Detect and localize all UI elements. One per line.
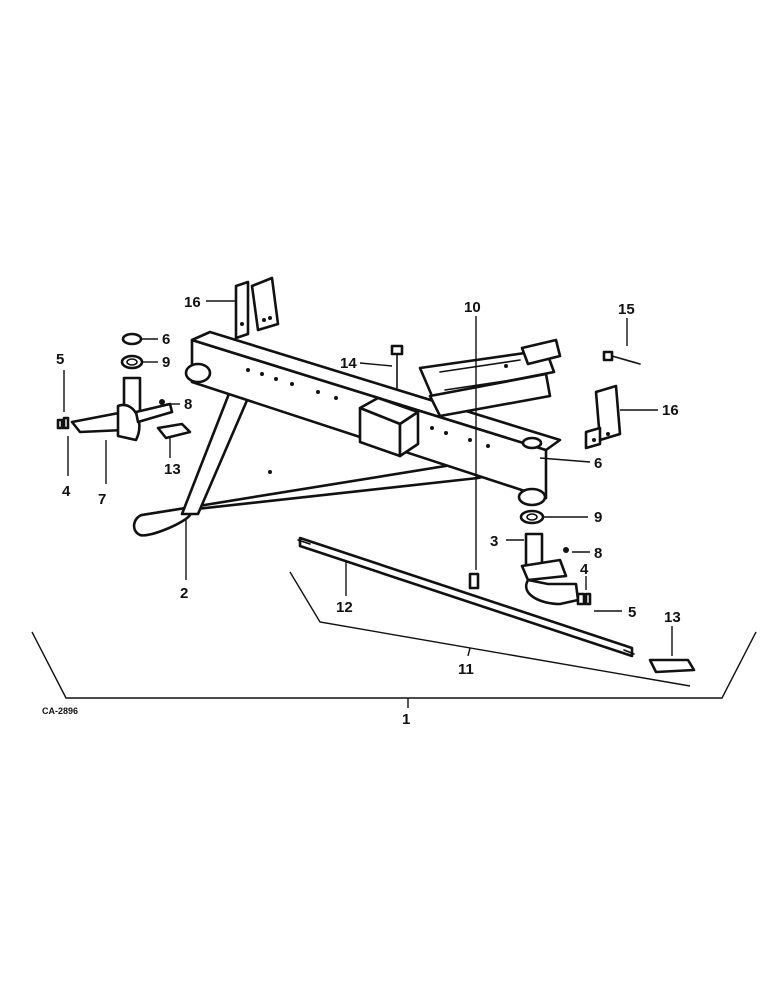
callout-10: 10	[464, 299, 481, 316]
bolt-14	[390, 344, 404, 389]
callout-1: 1	[402, 711, 410, 728]
hitch-assembly	[418, 338, 562, 418]
tie-rod-group-bracket	[289, 571, 691, 687]
callout-13-left: 13	[164, 461, 181, 478]
bracket-right	[584, 384, 622, 450]
callout-4-left: 4	[62, 483, 71, 500]
callout-7: 7	[98, 491, 106, 508]
hitch-clamp-box	[358, 396, 420, 458]
tie-rod	[297, 536, 635, 658]
callout-9-left: 9	[162, 354, 170, 371]
callout-12: 12	[336, 599, 353, 616]
callout-9-right: 9	[594, 509, 602, 526]
leader-lines	[63, 300, 673, 656]
right-spindle-assembly	[519, 436, 592, 606]
callout-8-left: 8	[184, 396, 192, 413]
callout-8-right: 8	[594, 545, 602, 562]
drawing-code: CA-2896	[42, 706, 78, 716]
callout-16-left: 16	[184, 294, 201, 311]
callout-11: 11	[458, 661, 474, 678]
callout-2: 2	[180, 585, 188, 602]
callout-4-right: 4	[580, 561, 589, 578]
callout-numbers: 1 2 3 4 4 5 5 6 6 7 8 8 9 9 10 11 12 13 …	[56, 294, 681, 728]
callout-14: 14	[340, 355, 357, 372]
bracket-left	[234, 276, 280, 340]
bolt-15	[602, 350, 641, 365]
callout-15: 15	[618, 301, 635, 318]
left-spindle-assembly	[56, 332, 192, 442]
callout-5-right: 5	[628, 604, 636, 621]
callout-5-left: 5	[56, 351, 64, 368]
callout-6-right: 6	[594, 455, 602, 472]
callout-13-right: 13	[664, 609, 681, 626]
callout-3: 3	[490, 533, 498, 550]
assembly-bracket	[31, 631, 757, 708]
callout-16-right: 16	[662, 402, 679, 419]
callout-6-left: 6	[162, 331, 170, 348]
clip-right	[648, 658, 696, 674]
